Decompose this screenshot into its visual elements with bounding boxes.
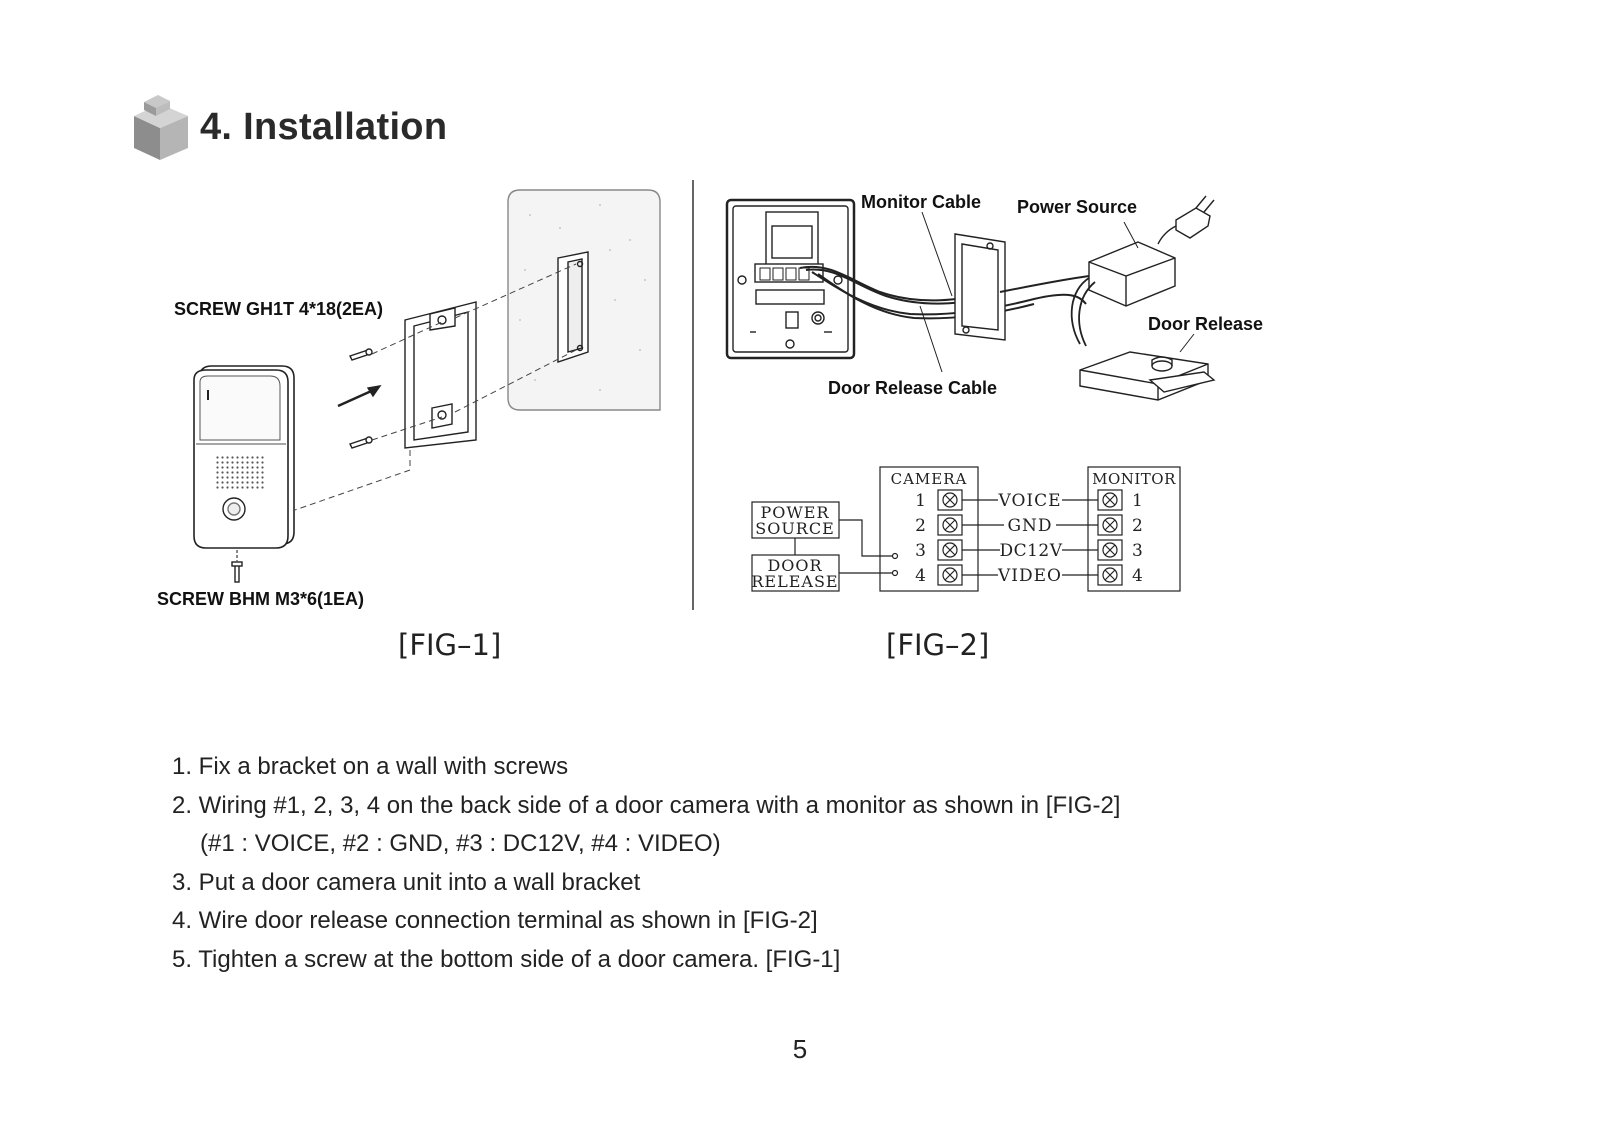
camera-term-num: 1 [915, 491, 926, 511]
monitor-term-num: 4 [1132, 566, 1143, 586]
door-release-unit [1079, 351, 1216, 401]
monitor-term-num: 3 [1132, 541, 1143, 561]
door-release-label-line2: RELEASE [751, 572, 838, 591]
monitor-cable-label: Monitor Cable [861, 192, 981, 212]
step-item: 5. Tighten a screw at the bottom side of… [172, 945, 841, 973]
camera-title: CAMERA [891, 470, 968, 488]
door-camera-unit [193, 365, 295, 549]
monitor-terminals [1097, 489, 1123, 586]
door-release-cable-label: Door Release Cable [828, 378, 998, 398]
page-number: 5 [792, 1034, 808, 1064]
camera-terminal-box [879, 466, 979, 592]
schematic-labels: CAMERA MONITOR POWER SOURCE DOOR RELEASE… [751, 470, 1176, 591]
camera-term-num: 2 [915, 516, 926, 536]
step-item: 3. Put a door camera unit into a wall br… [172, 868, 641, 896]
bracket-screw-bottom [349, 436, 373, 449]
camera-terminals [937, 489, 963, 586]
signal-label: GND [1007, 516, 1052, 536]
step-item: 2. Wiring #1, 2, 3, 4 on the back side o… [172, 791, 1121, 819]
step-item: 4. Wire door release connection terminal… [172, 907, 818, 934]
camera-term-num: 3 [915, 541, 926, 561]
step-item-continuation: (#1 : VOICE, #2 : GND, #3 : DC12V, #4 : … [200, 830, 721, 857]
bracket-screw-top [349, 348, 373, 361]
fig1-drawing [193, 189, 661, 583]
door-release-label-line1: DOOR [767, 556, 822, 575]
power-plug [1157, 195, 1215, 245]
fig1-caption: [FIG–1] [398, 628, 502, 662]
power-source-label: Power Source [1017, 197, 1138, 217]
camera-term-num: 4 [915, 566, 926, 586]
fig2-drawing [725, 195, 1216, 401]
screw-bottom-label: SCREW BHM M3*6(1EA) [157, 589, 365, 609]
cube-icon [134, 95, 188, 160]
monitor-term-num: 2 [1132, 516, 1143, 536]
signal-label: VOICE [997, 491, 1061, 511]
power-label-line1: POWER [760, 503, 829, 522]
door-release-label: Door Release [1148, 314, 1264, 334]
camera-bottom-screw [231, 550, 243, 583]
power-source-box [1088, 241, 1176, 307]
signal-label: DC12V [999, 541, 1062, 561]
power-label-line2: SOURCE [755, 519, 835, 538]
fig2-caption: [FIG–2] [886, 628, 990, 662]
figures-illustration: CAMERA MONITOR POWER SOURCE DOOR RELEASE… [193, 180, 1216, 610]
wiring-schematic [751, 466, 1181, 592]
installation-steps: 1. Fix a bracket on a wall with screws 2… [172, 748, 1120, 979]
signal-label: VIDEO [997, 566, 1062, 586]
page-title: 4. Installation [200, 105, 448, 148]
step-item: 1. Fix a bracket on a wall with screws [172, 753, 569, 780]
monitor-term-num: 1 [1132, 491, 1143, 511]
section-heading: 4. Installation [132, 92, 447, 162]
monitor-terminal-box [1087, 466, 1181, 592]
monitor-title: MONITOR [1092, 470, 1176, 488]
screw-top-label: SCREW GH1T 4*18(2EA) [174, 299, 384, 319]
monitor-back [725, 198, 856, 360]
